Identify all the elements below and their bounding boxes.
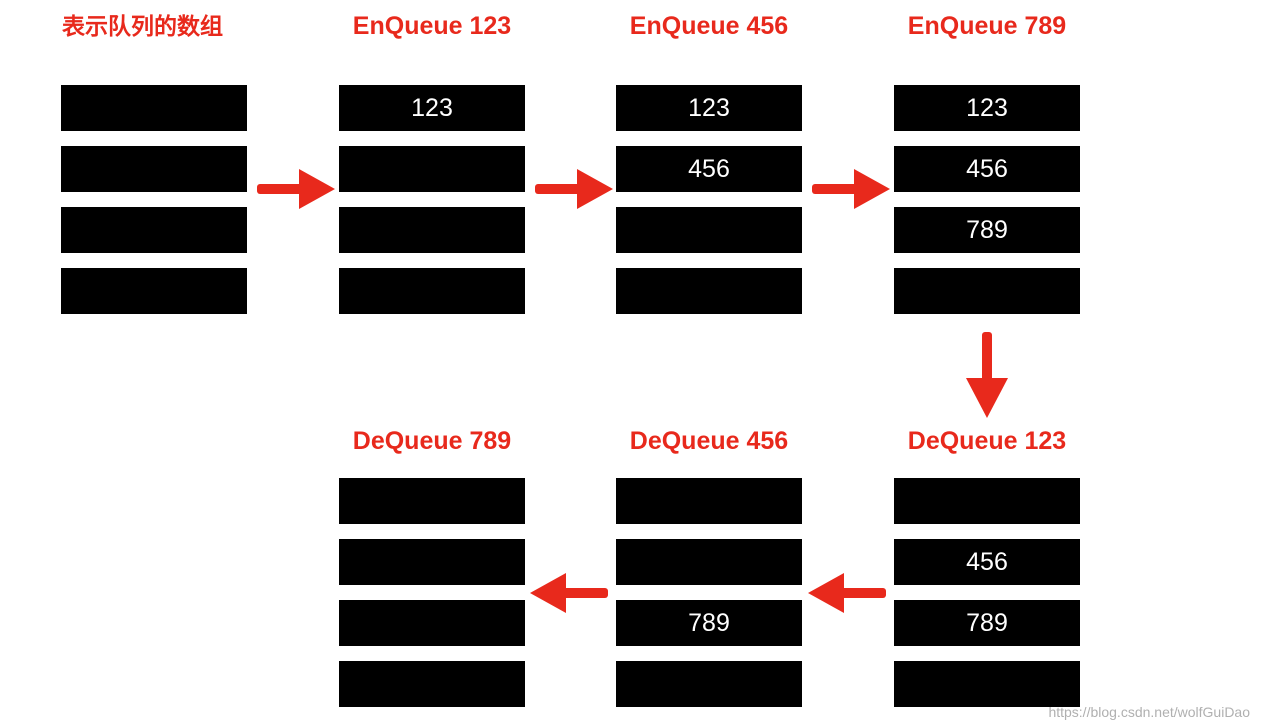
arrow-left-icon [530, 573, 608, 613]
queue-slot [616, 539, 802, 585]
queue-slot: 123 [616, 85, 802, 131]
queue-slot [616, 661, 802, 707]
queue-slot: 456 [894, 146, 1080, 192]
queue-slot [894, 661, 1080, 707]
arrow-left-icon [808, 573, 886, 613]
queue-slot [61, 207, 247, 253]
queue-slot: 456 [894, 539, 1080, 585]
stage-title: DeQueue 456 [629, 427, 789, 455]
queue-slot [339, 539, 525, 585]
stage-enqueue-456: EnQueue 456 [616, 10, 802, 50]
arrow-right-icon [812, 169, 890, 209]
stage-title: DeQueue 123 [907, 427, 1067, 455]
stage-dequeue-789: DeQueue 789 [339, 425, 525, 465]
queue-slot [894, 478, 1080, 524]
queue-slot: 789 [894, 207, 1080, 253]
stage-enqueue-789: EnQueue 789 [894, 10, 1080, 50]
stage-dequeue-456: DeQueue 456 [616, 425, 802, 465]
arrow-right-icon [257, 169, 335, 209]
queue-slot [339, 661, 525, 707]
stage-enqueue-123: EnQueue 123 [339, 10, 525, 50]
queue-slot [616, 207, 802, 253]
arrow-down-icon [966, 332, 1008, 418]
queue-slot [61, 146, 247, 192]
stage-title: DeQueue 789 [352, 427, 512, 455]
queue-slot [616, 478, 802, 524]
queue-slot: 123 [339, 85, 525, 131]
stage-array: 表示队列的数组 [62, 10, 248, 50]
stage-title: EnQueue 456 [629, 12, 789, 40]
queue-slot [339, 478, 525, 524]
queue-slot [339, 268, 525, 314]
stage-title: 表示队列的数组 [62, 13, 223, 39]
queue-slot [616, 268, 802, 314]
queue-slot: 456 [616, 146, 802, 192]
queue-slot: 789 [616, 600, 802, 646]
arrow-right-icon [535, 169, 613, 209]
queue-slot [894, 268, 1080, 314]
queue-slot: 123 [894, 85, 1080, 131]
queue-slot: 789 [894, 600, 1080, 646]
queue-slot [61, 268, 247, 314]
queue-slot [339, 146, 525, 192]
stage-title: EnQueue 789 [907, 12, 1067, 40]
queue-slot [61, 85, 247, 131]
stage-dequeue-123: DeQueue 123 [894, 425, 1080, 465]
stage-title: EnQueue 123 [352, 12, 512, 40]
queue-slot [339, 207, 525, 253]
queue-slot [339, 600, 525, 646]
watermark-text: https://blog.csdn.net/wolfGuiDao [1048, 704, 1250, 720]
